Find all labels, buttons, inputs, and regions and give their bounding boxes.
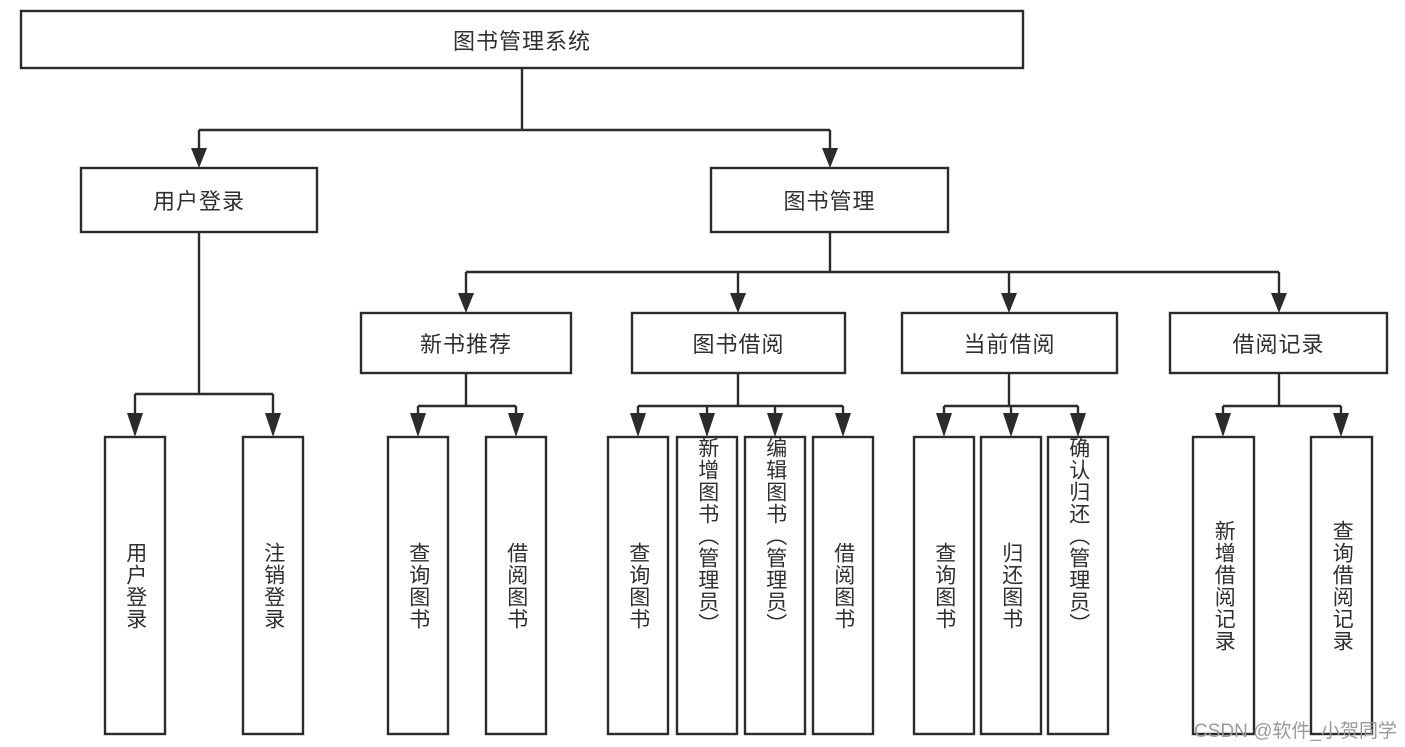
node-login-box[interactable] xyxy=(79,166,319,234)
node-leaf-13-box[interactable] xyxy=(1309,435,1374,736)
arrow-borrow-leaf8 xyxy=(835,413,851,437)
node-leaf-2-box[interactable] xyxy=(241,435,305,736)
arrow-newbook-leaf4 xyxy=(508,413,524,437)
node-records-box[interactable] xyxy=(1168,311,1389,375)
arrow-current-leaf9 xyxy=(936,413,952,437)
node-leaf-11-box[interactable] xyxy=(1046,435,1110,736)
arrow-bookmgmt-borrow xyxy=(730,293,746,313)
node-leaf-7-box[interactable] xyxy=(743,435,807,736)
connector-newbook-bus xyxy=(418,373,516,408)
node-leaf-12-box[interactable] xyxy=(1191,435,1256,736)
arrow-records-leaf12 xyxy=(1215,413,1231,437)
arrow-bookmgmt-newbook xyxy=(458,293,474,313)
node-leaf-6-box[interactable] xyxy=(675,435,739,736)
arrow-borrow-leaf7 xyxy=(767,413,783,437)
node-current-box[interactable] xyxy=(900,311,1119,375)
arrow-current-leaf11 xyxy=(1070,413,1086,437)
node-root-box[interactable] xyxy=(19,9,1025,70)
arrow-login-leaf1 xyxy=(127,413,143,437)
connector-records-bus xyxy=(1223,373,1341,408)
node-borrow-box[interactable] xyxy=(630,311,847,375)
arrow-root-to-login xyxy=(191,148,207,168)
arrow-borrow-leaf6 xyxy=(699,413,715,437)
node-newbook-box[interactable] xyxy=(359,311,573,375)
connector-borrow-bus xyxy=(638,373,843,408)
arrow-bookmgmt-records xyxy=(1271,293,1287,313)
arrow-records-leaf13 xyxy=(1333,413,1349,437)
node-leaf-5-box[interactable] xyxy=(606,435,670,736)
node-leaf-10-box[interactable] xyxy=(979,435,1043,736)
arrow-bookmgmt-current xyxy=(1001,293,1017,313)
node-leaf-1-box[interactable] xyxy=(103,435,167,736)
node-leaf-3-box[interactable] xyxy=(386,435,450,736)
node-bookmgmt-box[interactable] xyxy=(709,166,950,234)
connector-bookmgmt-bus xyxy=(466,232,1279,274)
connector-login-bus xyxy=(135,232,273,396)
node-leaf-8-box[interactable] xyxy=(811,435,875,736)
connector-current-bus xyxy=(944,373,1078,408)
arrow-root-to-bookmgmt xyxy=(822,148,838,168)
node-leaf-9-box[interactable] xyxy=(912,435,976,736)
arrow-borrow-leaf5 xyxy=(630,413,646,437)
node-leaf-4-box[interactable] xyxy=(484,435,548,736)
arrow-current-leaf10 xyxy=(1003,413,1019,437)
arrow-newbook-leaf3 xyxy=(410,413,426,437)
arrow-login-leaf2 xyxy=(265,413,281,437)
connector-root-bus xyxy=(199,68,830,132)
